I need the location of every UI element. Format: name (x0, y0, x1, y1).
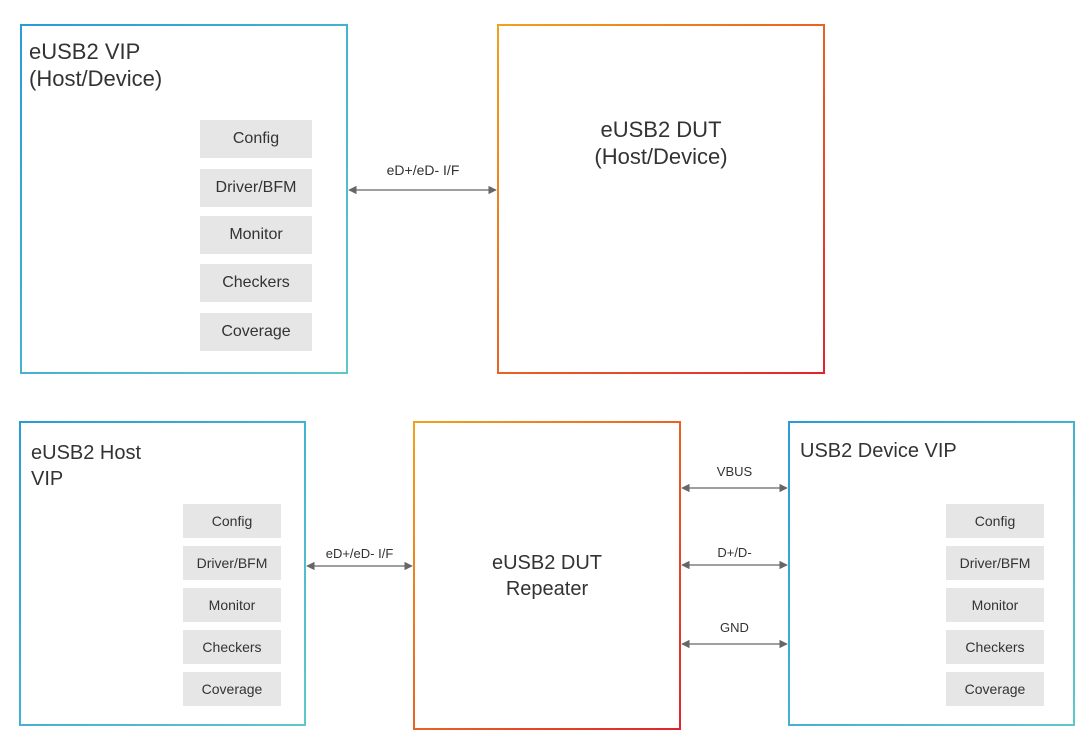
dplus-dminus-label: D+/D- (717, 545, 752, 560)
vbus-label: VBUS (716, 464, 753, 479)
dut-title: eUSB2 DUT (Host/Device) (498, 116, 824, 170)
vip-title: eUSB2 VIP (Host/Device) (29, 38, 162, 92)
top-interface-label: eD+/eD- I/F (386, 162, 460, 178)
repeater-title: eUSB2 DUT Repeater (414, 550, 680, 602)
device-vip-component-config: Config (946, 504, 1044, 538)
device-vip-component-checkers: Checkers (946, 630, 1044, 664)
host-vip-component-driver-bfm: Driver/BFM (183, 546, 281, 580)
device-vip-title-text: USB2 Device VIP (800, 440, 957, 462)
repeater-title-line2: Repeater (505, 578, 589, 600)
host-vip-box (19, 421, 306, 726)
repeater-title-line1: eUSB2 DUT (491, 552, 603, 574)
device-vip-component-monitor: Monitor (946, 588, 1044, 622)
vip-component-checkers: Checkers (200, 264, 312, 302)
host-vip-component-monitor: Monitor (183, 588, 281, 622)
device-vip-component-coverage: Coverage (946, 672, 1044, 706)
host-vip-title: eUSB2 Host VIP (31, 440, 141, 492)
vip-component-config: Config (200, 120, 312, 158)
gnd-label: GND (720, 620, 749, 635)
dut-title-line2: (Host/Device) (594, 144, 728, 169)
vip-component-coverage: Coverage (200, 313, 312, 351)
device-vip-component-driver-bfm: Driver/BFM (946, 546, 1044, 580)
vip-component-driver-bfm: Driver/BFM (200, 169, 312, 207)
device-vip-title: USB2 Device VIP (800, 438, 957, 464)
host-vip-component-config: Config (183, 504, 281, 538)
vip-title-line1: eUSB2 VIP (29, 39, 141, 64)
vip-box (20, 24, 348, 374)
dut-box (497, 24, 825, 374)
host-vip-title-line2: VIP (31, 468, 64, 490)
device-vip-box (788, 421, 1075, 726)
vip-component-monitor: Monitor (200, 216, 312, 254)
host-vip-component-coverage: Coverage (183, 672, 281, 706)
repeater-box (413, 421, 681, 730)
host-vip-title-line1: eUSB2 Host (31, 442, 142, 464)
dut-title-line1: eUSB2 DUT (600, 117, 722, 142)
bottom-interface-label: eD+/eD- I/F (325, 546, 394, 561)
host-vip-component-checkers: Checkers (183, 630, 281, 664)
vip-title-line2: (Host/Device) (29, 66, 163, 91)
